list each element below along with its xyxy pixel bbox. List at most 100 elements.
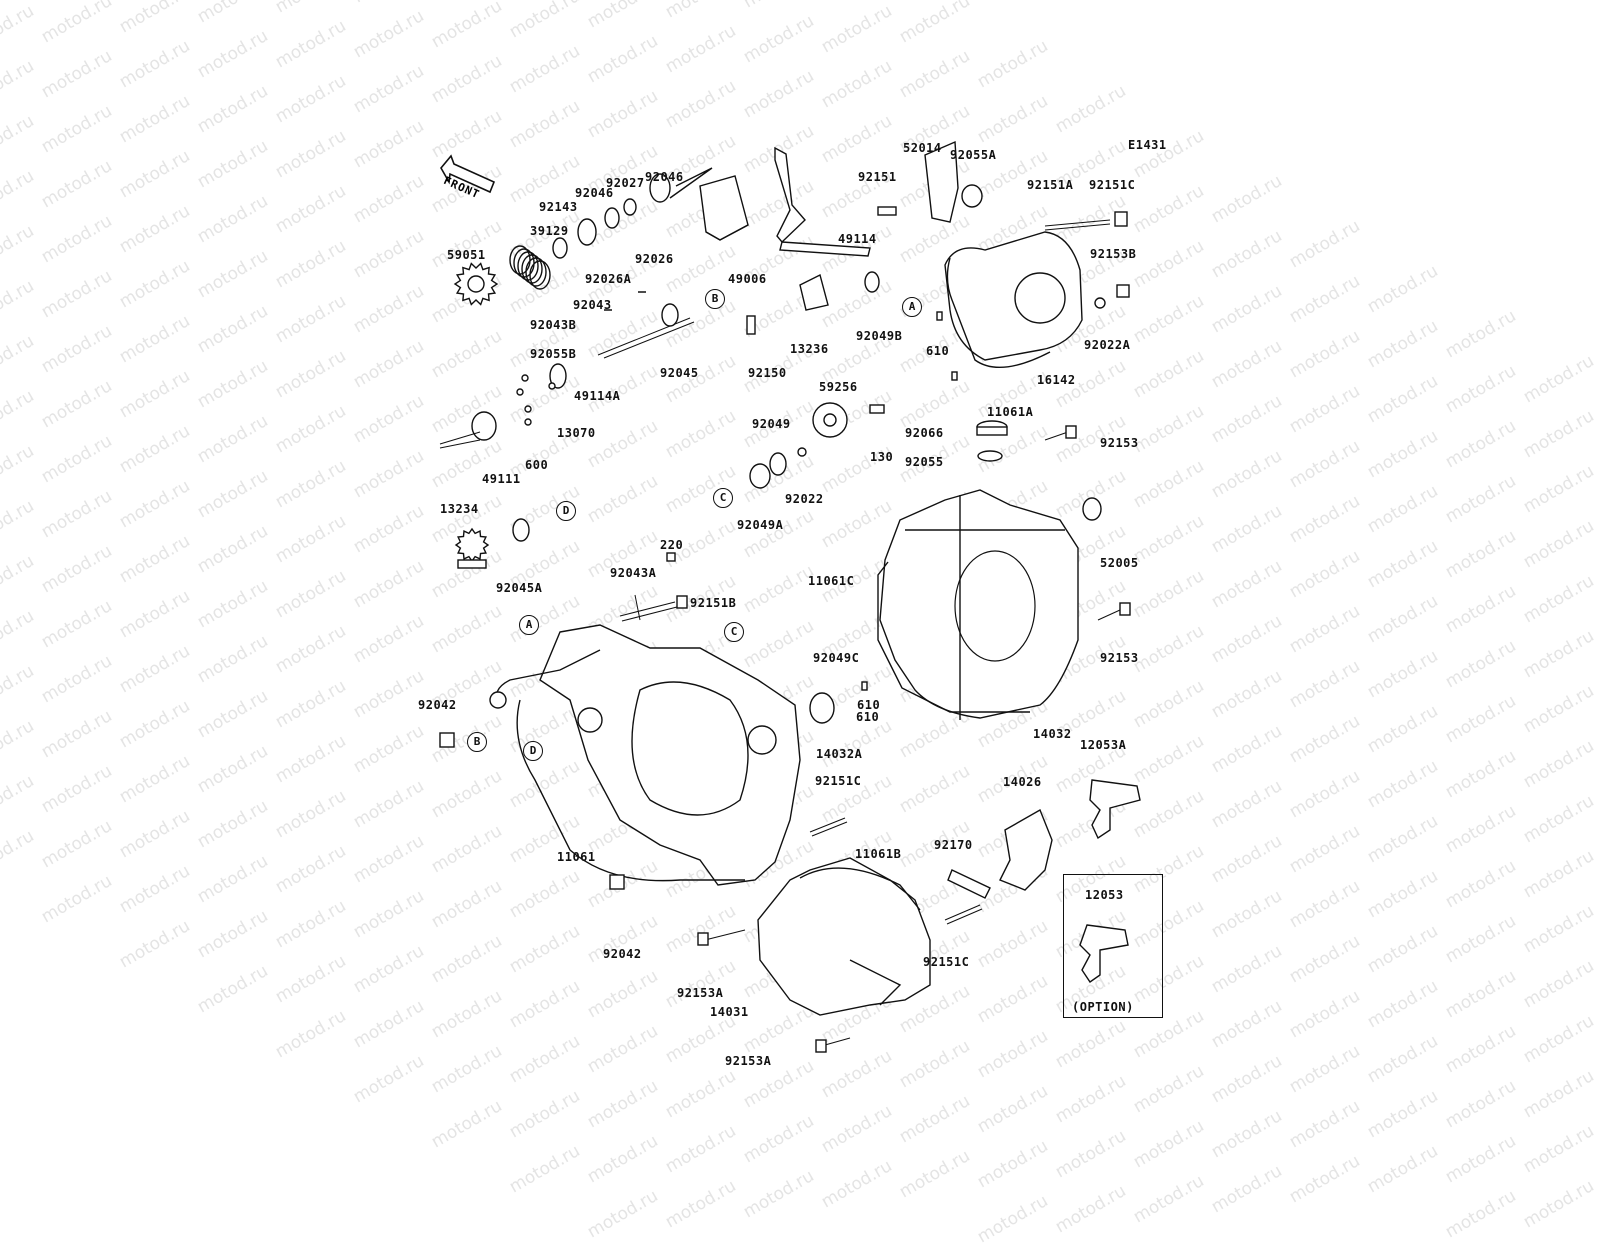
kick-lever-shape	[774, 146, 806, 244]
part-number-label: 14032A	[816, 747, 863, 761]
chain-guide-14026-shape	[999, 808, 1053, 891]
part-number-label: 14031	[710, 1005, 749, 1019]
part-number-label: 12053A	[1080, 738, 1127, 752]
part-number-label: 92022	[785, 492, 824, 506]
dowel-610-shape	[936, 311, 943, 321]
bolt-92151a-shape	[1044, 219, 1111, 227]
part-number-label: 92049A	[737, 518, 784, 532]
washer-92022-shape	[797, 447, 807, 457]
o-ring-shape	[489, 691, 507, 709]
part-number-label: 92151C	[1089, 178, 1136, 192]
crankcase-bore-shape	[577, 707, 603, 733]
guide-49006-shape	[699, 175, 749, 241]
oil-seal-52005-shape	[1082, 497, 1102, 521]
option-label: (OPTION)	[1072, 1000, 1134, 1014]
bolt-92151c-shape	[946, 908, 983, 925]
bolt-92153-shape	[1097, 609, 1121, 621]
bolt-head-shape	[697, 932, 709, 946]
washer-92046b-shape	[649, 173, 671, 203]
part-number-label: 92049	[752, 417, 791, 431]
reference-circle-d: D	[556, 501, 576, 521]
circlip-92027-shape	[623, 198, 637, 216]
part-number-label: 92027	[606, 176, 645, 190]
crankcase-inner-shape	[631, 681, 749, 816]
part-number-label: 11061C	[808, 574, 855, 588]
reference-circle-b: B	[467, 732, 487, 752]
bolt-92151-shape	[877, 206, 897, 216]
part-number-label: 92055A	[950, 148, 997, 162]
part-number-label: 13236	[790, 342, 829, 356]
part-number-label: 14026	[1003, 775, 1042, 789]
reference-circle-c: C	[713, 488, 733, 508]
impeller-hub-shape	[823, 413, 837, 427]
part-number-label: 92022A	[1084, 338, 1131, 352]
washer-92046-shape	[577, 218, 597, 246]
oil-seal-92045a-shape	[512, 518, 530, 542]
o-ring-92055-shape	[977, 450, 1003, 462]
part-number-label: 600	[525, 458, 549, 472]
diagram-code: E1431	[1128, 138, 1167, 152]
part-number-label: 11061B	[855, 847, 902, 861]
part-number-label: 92055	[905, 455, 944, 469]
part-number-label: 12053	[1085, 888, 1124, 902]
reference-circle-d: D	[523, 741, 543, 761]
part-number-label: 59256	[819, 380, 858, 394]
part-number-label: 92045A	[496, 581, 543, 595]
part-number-label: 92049B	[856, 329, 903, 343]
bolt-92151c-head-shape	[1114, 211, 1128, 227]
part-number-label: 92046	[645, 170, 684, 184]
bearing-92049-shape	[769, 452, 787, 476]
bolt-92151c-shape	[809, 817, 846, 833]
part-number-label: 220	[660, 538, 684, 552]
ball-shape	[524, 418, 532, 426]
part-number-label: 52014	[903, 141, 942, 155]
part-number-label: 49114	[838, 232, 877, 246]
part-number-label: 610	[926, 344, 950, 358]
reference-circle-a: A	[902, 297, 922, 317]
collar-92143-shape	[552, 237, 568, 259]
part-number-label: 610	[856, 710, 880, 724]
part-number-label: 92026A	[585, 272, 632, 286]
crankcase-14032a-shape	[539, 624, 801, 886]
bolt-head-shape	[815, 1039, 827, 1053]
bolt-head-shape	[1065, 425, 1077, 439]
dowel-610-shape	[861, 681, 868, 691]
bearing-92049a-shape	[749, 463, 771, 489]
gear-shaft-shape	[457, 559, 487, 569]
bolt-head-shape	[676, 595, 688, 609]
part-number-label: 92042	[603, 947, 642, 961]
clutch-cover-14032-shape	[879, 489, 1079, 719]
plate-92170-shape	[947, 869, 991, 899]
pin-shape	[604, 291, 646, 311]
dowel-92042-shape	[439, 732, 455, 748]
bolt-92150-shape	[746, 315, 756, 335]
filler-cap-body-shape	[976, 426, 1008, 436]
part-number-label: 92049C	[813, 651, 860, 665]
gear-hub-shape	[467, 275, 485, 293]
guide-edge-shape	[705, 224, 749, 241]
rotor-13070-shape	[549, 363, 567, 389]
bolt-92151c-shape	[944, 904, 981, 921]
part-number-label: 92170	[934, 838, 973, 852]
bolt-92151b-shape	[621, 606, 678, 622]
pin-92043a-shape	[634, 594, 641, 621]
part-number-label: 92043	[573, 298, 612, 312]
part-number-label: 39129	[530, 224, 569, 238]
part-number-label: 92153B	[1090, 247, 1137, 261]
gasket-11061a-shape	[946, 257, 1051, 369]
bolt-head-shape	[1119, 602, 1131, 616]
kick-stopper-13236-shape	[799, 273, 829, 311]
gasket-11061b-shape	[799, 867, 921, 911]
generator-cover-rib-shape	[849, 959, 902, 1006]
o-ring-92055a-shape	[961, 184, 983, 208]
part-number-label: 11061A	[987, 405, 1034, 419]
bolt-130-shape	[869, 404, 885, 414]
part-number-label: 52005	[1100, 556, 1139, 570]
part-number-label: 130	[870, 450, 894, 464]
bolt-92153-shape	[1044, 431, 1069, 441]
part-number-label: 14032	[1033, 727, 1072, 741]
bearing-92049c-shape	[809, 692, 835, 724]
part-number-label: 92153	[1100, 651, 1139, 665]
crankcase-bore-2-shape	[747, 725, 777, 755]
bolt-92153a-shape	[704, 929, 746, 941]
